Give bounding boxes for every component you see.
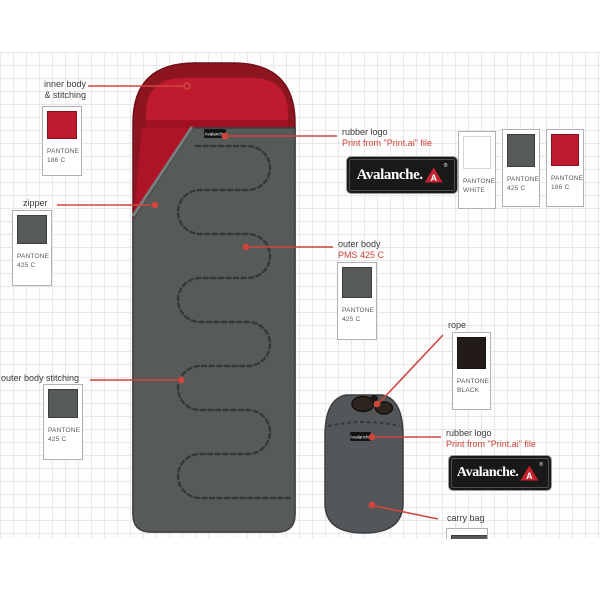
pantone-brand-text: PANTONE [17,253,50,260]
pantone-card-gray: PANTONE 425 C [502,129,540,207]
rubber-logo-bag-print-note: Print from "Print.ai" file [446,438,536,449]
pantone-brand-text: PANTONE [342,307,375,314]
registered-mark: ® [443,163,448,169]
rope-label: rope [448,320,467,330]
pantone-code-text: WHITE [463,187,485,194]
pantone-code-text: BLACK [457,387,480,394]
pantone-card-red: PANTONE 186 C [546,129,584,207]
pantone-brand-text: PANTONE [48,427,81,434]
pantone-code-text: 425 C [48,436,67,443]
callout-rope: rope [448,320,466,331]
sleeping-bag-inner-dome [146,78,288,128]
leader-rubber-logo-top-dot [221,132,229,140]
fold-edge-highlight [131,126,194,217]
color-chip-425c [17,215,47,244]
color-chip-partial [451,535,487,539]
color-chip-white [463,136,491,169]
pantone-code-text: 425 C [17,262,36,269]
leader-rubber-logo-bag-dot [368,433,376,441]
inner-body-label-line2: & stitching [44,89,86,100]
registered-mark: ® [539,462,544,468]
zipper-label: zipper [23,198,48,208]
sleeping-bag-rubber-tag [204,129,226,138]
pantone-code-text: 425 C [507,185,526,192]
inner-body-label-line1: inner body [43,79,86,89]
callout-leader-lines [57,82,444,520]
pantone-brand-text: PANTONE [47,148,80,155]
rubber-logo-top-label: rubber logo [342,127,388,137]
pantone-code-text: 186 C [551,184,570,191]
carry-bag-rubber-tag [350,432,371,441]
sleeping-bag-outer-body [132,127,296,533]
callout-zipper: zipper [23,198,48,209]
pantone-card-white: PANTONE WHITE [458,131,496,209]
pantone-card-rope: PANTONE BLACK [452,332,491,410]
carry-bag-label: carry bag [447,513,485,523]
color-chip-186c [47,111,77,139]
color-chip-black [457,337,486,369]
color-chip-425c [507,134,535,167]
color-chip-425c [342,267,372,298]
pantone-code-text: 425 C [342,316,361,323]
avalanche-wordmark: Avalanche. [456,465,519,480]
inner-dome-shade [146,120,288,128]
leader-outer-body-stitching-dot [177,376,185,384]
leader-rope [378,334,444,404]
outer-body-pms-label: PMS 425 C [338,249,385,260]
carry-bag-tag-text: Avalanche [350,435,371,440]
callout-rubber-logo-bag: rubber logo Print from "Print.ai" file [446,428,536,449]
avalanche-logo-top: Avalanche. A ® [346,156,458,194]
color-chip-186c [551,134,579,166]
pantone-brand-text: PANTONE [507,176,540,183]
rubber-logo-top-print-note: Print from "Print.ai" file [342,137,432,148]
carry-bag-illustration: Avalanche [324,394,404,534]
avalanche-wordmark: Avalanche. [356,166,424,183]
outer-body-stitching-label: outer body stitching [1,373,80,383]
leader-inner-body-ring [183,82,191,90]
pantone-card-partial [446,528,488,539]
leader-outer-body-dot [242,243,250,251]
leader-zipper-dot [151,201,159,209]
callout-carry-bag: carry bag [447,513,485,524]
avalanche-triangle-icon: A [424,167,443,183]
pantone-card-outer-body: PANTONE 425 C [337,262,377,340]
carry-bag-body [324,394,404,534]
callout-rubber-logo-top: rubber logo Print from "Print.ai" file [342,127,432,148]
callout-inner-body: inner body & stitching [18,79,86,100]
callout-outer-body: outer body PMS 425 C [338,239,384,260]
quilting-stitch-line [176,144,294,500]
avalanche-logo-bag: Avalanche. A ® [448,455,552,491]
leader-carry-bag-dot [368,501,376,509]
carry-bag-stitch-line [327,421,401,427]
pantone-brand-text: PANTONE [457,378,490,385]
pantone-code-text: 186 C [47,157,66,164]
sleeping-bag-illustration: Avalanche [131,62,296,533]
pantone-card-outer-body-stitching: PANTONE 425 C [43,384,83,460]
pantone-brand-text: PANTONE [463,178,496,185]
sleeping-bag-tag-text: Avalanche [205,132,226,137]
pantone-card-inner-body: PANTONE 186 C [42,106,82,176]
color-chip-425c [48,389,78,418]
pantone-brand-text: PANTONE [551,175,584,182]
outer-body-label: outer body [338,239,381,249]
avalanche-triangle-icon: A [520,465,539,481]
leader-rope-dot [373,400,381,408]
rubber-logo-bag-label: rubber logo [446,428,492,438]
pantone-card-zipper: PANTONE 425 C [12,210,52,286]
graph-paper-canvas [0,52,600,538]
leader-carry-bag [374,505,439,520]
callout-outer-body-stitching: outer body stitching [1,373,91,384]
